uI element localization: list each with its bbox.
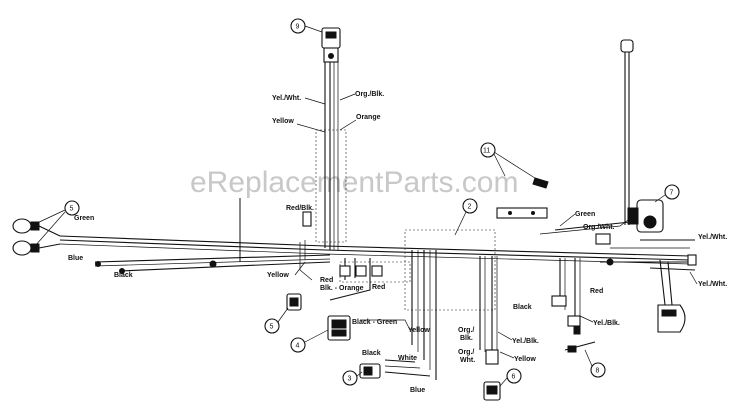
svg-text:3: 3 (348, 376, 352, 383)
callout-5-top: 5 (34, 200, 80, 247)
pto-switch-icon (327, 315, 351, 341)
label-yellow-top: Yellow (272, 118, 294, 125)
label-yellow-mid: Yellow (267, 272, 289, 279)
headlight-icon (12, 218, 125, 274)
label-orange-top: Orange (356, 114, 381, 121)
label-black-green: Black - Green (352, 319, 397, 326)
fuse-icon (359, 363, 381, 379)
svg-text:11: 11 (483, 148, 490, 155)
ground-clip-icon (483, 349, 501, 401)
label-green-left: Green (74, 215, 94, 222)
label-black-left: Black (114, 272, 133, 279)
label-green-right: Green (575, 211, 595, 218)
ignition-harness (315, 62, 347, 250)
label-blk-orange: Blk. - Orange (320, 285, 364, 292)
svg-text:4: 4 (296, 343, 300, 350)
label-yel-blk-lower: Yel./Blk. (512, 338, 539, 345)
svg-text:9: 9 (296, 24, 300, 31)
label-black-lower: Black (362, 350, 381, 357)
callout-11: 11 (480, 142, 539, 181)
callout-4: 4 (290, 329, 329, 353)
label-black-right: Black (513, 304, 532, 311)
inline-connectors (209, 211, 697, 335)
clip-icon (532, 177, 549, 189)
svg-text:6: 6 (512, 374, 516, 381)
label-org-blk-lower: Org./ (458, 327, 474, 334)
callout-5-lower: 5 (264, 307, 289, 334)
terminal-icon (564, 341, 596, 353)
label-white-lower: White (398, 355, 417, 362)
label-yel-wht-right-1: Yel./Wht. (698, 234, 727, 241)
svg-text:Blk.: Blk. (460, 335, 473, 342)
watermark-text: eReplacementParts.com (190, 166, 518, 199)
svg-text:Wht.: Wht. (460, 357, 475, 364)
plug-connector-icon (657, 304, 686, 333)
callout-2: 2 (454, 198, 478, 236)
wire-labels: Yel./Wht. Org./Blk. Yellow Orange Green … (68, 91, 727, 394)
svg-text:7: 7 (670, 190, 674, 197)
label-yel-blk-right: Yel./Blk. (593, 320, 620, 327)
callout-3: 3 (342, 370, 363, 386)
label-red-right2: Red (590, 288, 603, 295)
svg-text:5: 5 (270, 324, 274, 331)
right-mast (620, 39, 634, 225)
callout-6: 6 (499, 368, 522, 387)
ignition-switch-icon (321, 27, 341, 63)
seat-switch-icon (286, 293, 302, 311)
label-red-blk: Red/Blk. (286, 205, 314, 212)
label-blue-lower: Blue (410, 387, 425, 394)
label-red-mid: Red (320, 277, 333, 284)
label-red-right: Red (372, 284, 385, 291)
solenoid-icon (627, 199, 664, 233)
callout-8: 8 (584, 349, 606, 378)
label-org-wht-lower: Org./ (458, 349, 474, 356)
callout-9: 9 (290, 18, 323, 34)
svg-text:8: 8 (596, 368, 600, 375)
label-yel-wht-top: Yel./Wht. (272, 95, 301, 102)
label-org-blk-top: Org./Blk. (355, 91, 384, 98)
bracket-icon (496, 207, 548, 219)
label-blue-left: Blue (68, 255, 83, 262)
label-org-wht-right: Org./Wht. (583, 224, 615, 231)
label-yel-wht-right-2: Yel./Wht. (698, 281, 727, 288)
label-yellow-center: Yellow (408, 327, 430, 334)
svg-text:5: 5 (70, 206, 74, 213)
svg-text:2: 2 (468, 204, 472, 211)
callout-7: 7 (654, 184, 680, 203)
label-yellow-lower: Yellow (514, 356, 536, 363)
drop-wires (299, 240, 673, 380)
